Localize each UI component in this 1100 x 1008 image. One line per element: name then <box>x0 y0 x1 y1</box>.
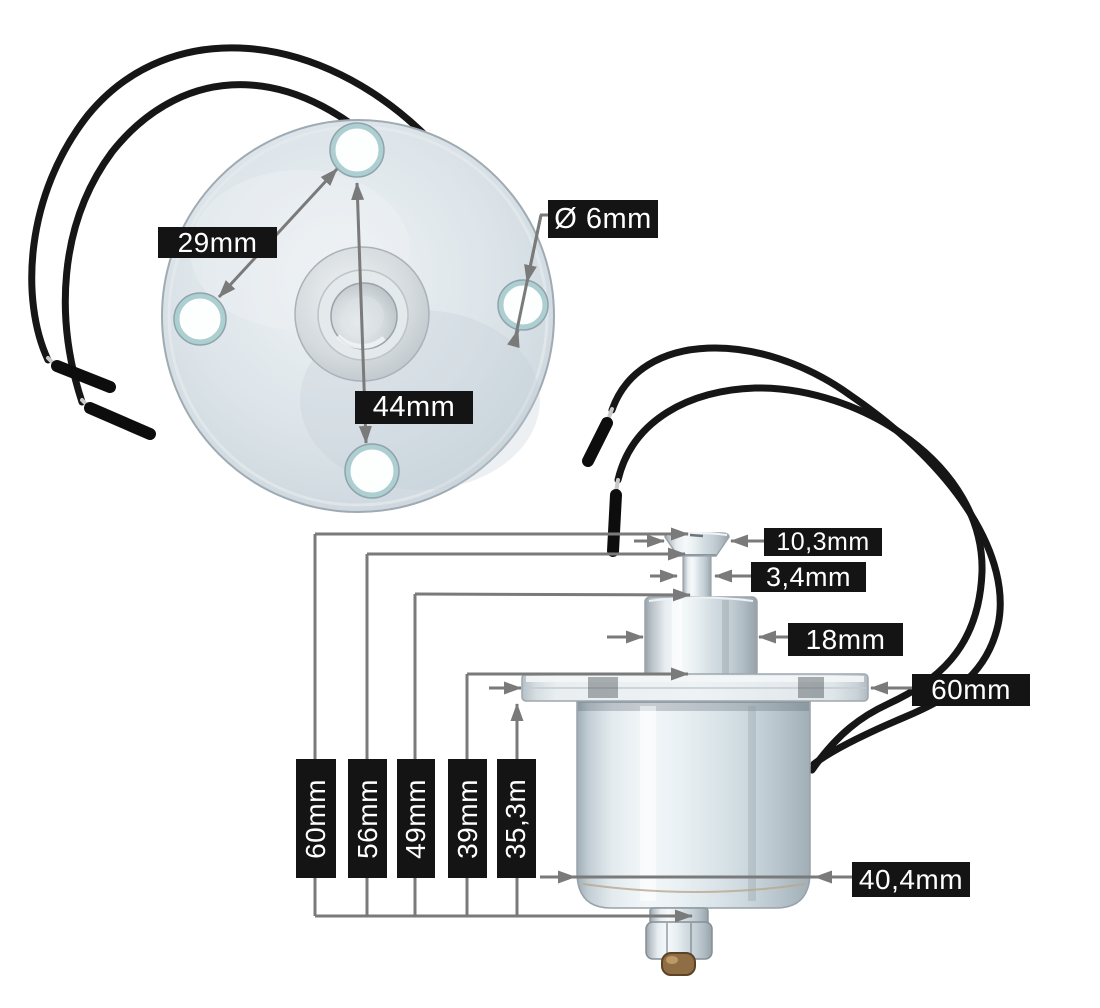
dimension-arrow-29mm <box>217 167 339 299</box>
pole-piece <box>644 596 758 678</box>
height-56mm-lines <box>365 547 686 916</box>
solenoid-side-view <box>521 532 869 976</box>
top-view-wires <box>28 44 432 440</box>
flange-top-view <box>161 119 555 513</box>
height-60mm-lines <box>313 527 689 916</box>
solenoid-body <box>576 701 811 909</box>
dim-label-height-to-flange-top: 39mm <box>448 759 487 878</box>
height-49mm-lines <box>413 588 691 916</box>
terminal-screw-tip <box>661 952 696 976</box>
wire <box>61 81 402 406</box>
wire-tip <box>582 417 613 467</box>
mounting-holes <box>173 122 549 499</box>
dim-label-height-below-flange: 35,3m <box>497 759 536 878</box>
dim-label-body-diameter: 40,4mm <box>852 862 970 897</box>
wire-tip <box>84 402 156 440</box>
height-39mm-lines <box>465 667 689 916</box>
dim-label-cap-diameter: 10,3mm <box>764 528 882 556</box>
mounting-hole-left <box>174 293 226 345</box>
wire-tip <box>607 489 622 557</box>
mounting-hole-bottom <box>345 444 399 498</box>
wire <box>614 384 986 774</box>
dim-label-hole-diameter: Ø 6mm <box>548 200 658 238</box>
mounting-hole-top <box>330 123 384 177</box>
dim-label-height-to-pole-top: 49mm <box>397 759 435 878</box>
dim-label-flange-diameter: 60mm <box>912 674 1030 706</box>
wire <box>28 44 432 364</box>
dim-label-total-height: 60mm <box>296 759 336 878</box>
dim-label-height-to-cap-base: 56mm <box>348 759 387 878</box>
wire <box>608 344 1004 768</box>
plunger-stem <box>682 555 712 599</box>
wire-tip <box>51 360 116 393</box>
dimension-arrow-hole-dia <box>524 214 543 283</box>
dim-label-hole-spacing: 29mm <box>158 227 277 258</box>
dim-label-hole-row-spacing: 44mm <box>355 391 473 424</box>
flange-side-view <box>521 673 869 702</box>
bottom-nut <box>645 907 713 976</box>
dim-label-stem-diameter: 3,4mm <box>751 562 866 592</box>
dim-label-pole-diameter: 18mm <box>788 623 903 656</box>
side-view-wires <box>582 344 1004 774</box>
